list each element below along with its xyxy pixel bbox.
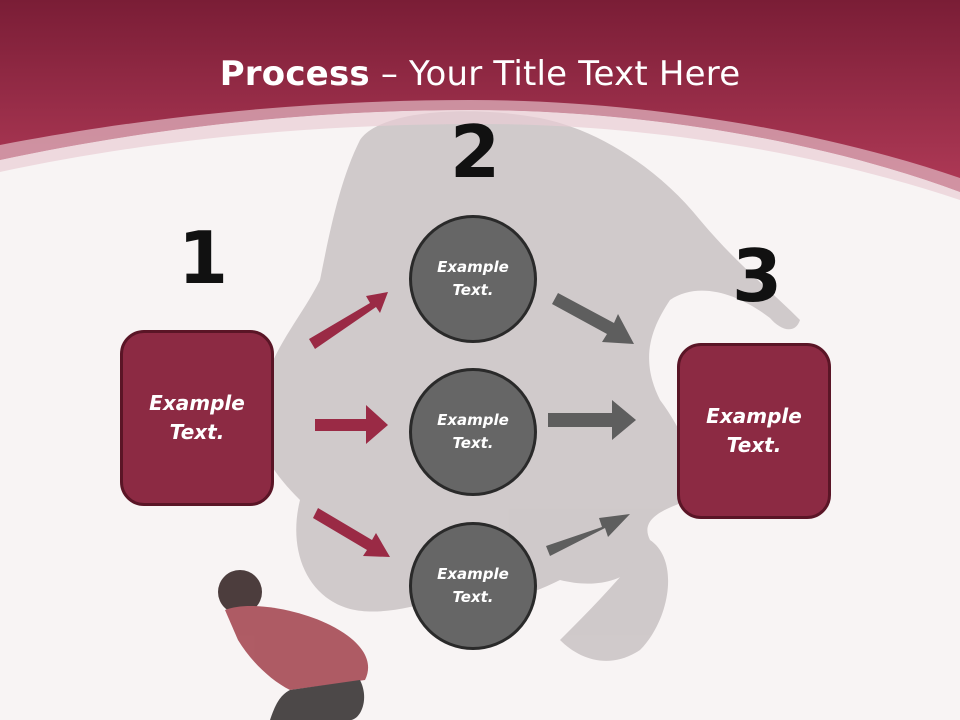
step1-box: Example Text.	[120, 330, 274, 506]
arrow-left-middle	[315, 405, 388, 444]
header-band	[0, 0, 960, 192]
title-bold: Process	[219, 54, 370, 94]
arrow-right-top	[552, 293, 634, 344]
circle-top: Example Text.	[409, 215, 537, 343]
elephant-silhouette	[257, 111, 801, 661]
circle-middle: Example Text.	[409, 368, 537, 496]
step3-box: Example Text.	[677, 343, 831, 519]
title-rest: – Your Title Text Here	[369, 54, 741, 94]
person-silhouette	[218, 570, 369, 720]
step-number-3: 3	[732, 234, 783, 318]
circle-bottom: Example Text.	[409, 522, 537, 650]
step-number-1: 1	[178, 216, 229, 300]
arrow-left-bottom	[313, 508, 390, 557]
arrow-left-top	[309, 292, 388, 349]
step-number-2: 2	[450, 110, 501, 194]
slide-title: Process – Your Title Text Here	[0, 52, 960, 96]
arrow-right-bottom	[546, 514, 630, 556]
arrow-right-middle	[548, 400, 636, 440]
header-swoosh	[0, 100, 960, 192]
